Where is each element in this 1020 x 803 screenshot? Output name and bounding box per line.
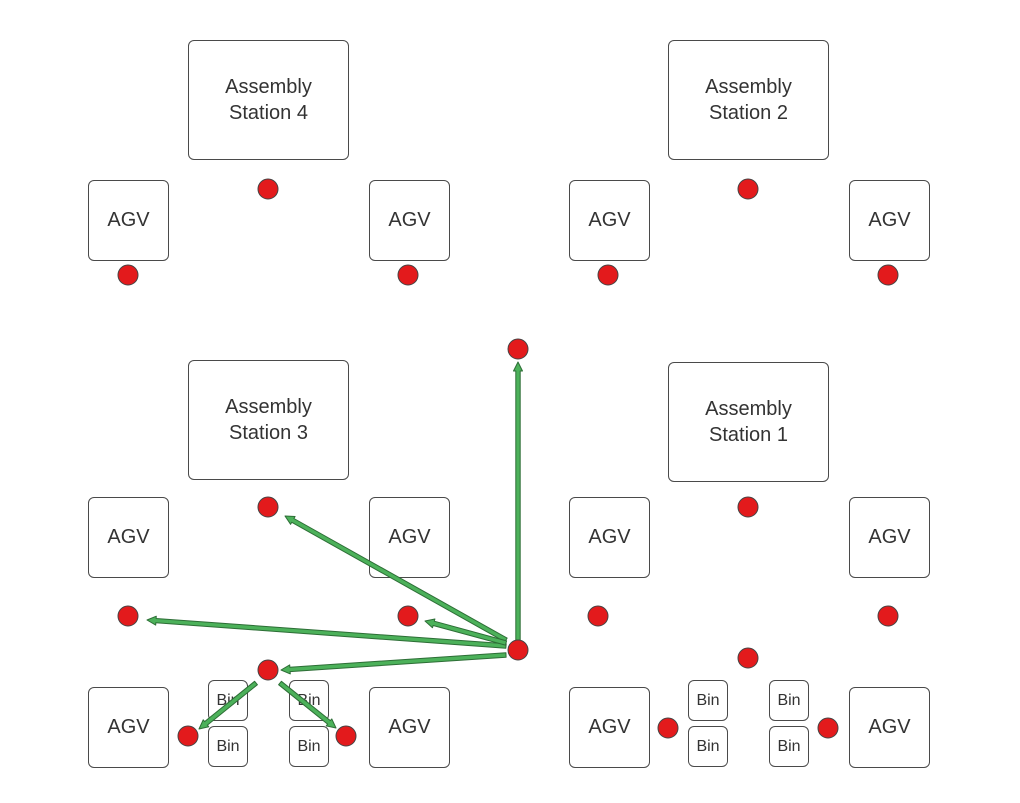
- waypoint-node: [397, 605, 419, 627]
- bin-label: Bin: [777, 691, 801, 709]
- agv-label: AGV: [388, 716, 431, 738]
- agv-box: AGV: [569, 180, 650, 261]
- path-arrow: [146, 615, 507, 649]
- agv-label: AGV: [588, 526, 631, 548]
- waypoint-node: [117, 605, 139, 627]
- agv-label: AGV: [107, 716, 150, 738]
- assembly-station-2-label: Assembly Station 2: [705, 76, 792, 124]
- bin-box: Bin: [289, 726, 329, 767]
- bin-box: Bin: [769, 726, 809, 767]
- assembly-station-4: Assembly Station 4: [188, 40, 349, 160]
- assembly-station-3-label: Assembly Station 3: [225, 396, 312, 444]
- bin-box: Bin: [208, 680, 248, 721]
- agv-label: AGV: [388, 209, 431, 231]
- agv-label: AGV: [588, 716, 631, 738]
- agv-box: AGV: [88, 497, 169, 578]
- path-arrow: [424, 618, 508, 646]
- bin-box: Bin: [688, 726, 728, 767]
- agv-box: AGV: [88, 180, 169, 261]
- waypoint-node: [257, 659, 279, 681]
- agv-box: AGV: [569, 687, 650, 768]
- bin-label: Bin: [696, 691, 720, 709]
- node-group: [117, 178, 899, 747]
- waypoint-node: [657, 717, 679, 739]
- bin-box: Bin: [688, 680, 728, 721]
- assembly-station-2: Assembly Station 2: [668, 40, 829, 160]
- path-arrow: [278, 680, 337, 729]
- bin-label: Bin: [696, 737, 720, 755]
- agv-label: AGV: [868, 716, 911, 738]
- path-arrow: [198, 680, 258, 730]
- arrow-group: [146, 361, 523, 730]
- waypoint-node: [117, 264, 139, 286]
- agv-label: AGV: [388, 526, 431, 548]
- agv-box: AGV: [369, 180, 450, 261]
- waypoint-node: [257, 496, 279, 518]
- agv-box: AGV: [849, 497, 930, 578]
- bin-box: Bin: [769, 680, 809, 721]
- waypoint-node: [507, 338, 529, 360]
- path-arrow: [284, 515, 508, 643]
- waypoint-node: [817, 717, 839, 739]
- bin-label: Bin: [216, 737, 240, 755]
- path-arrow: [513, 361, 523, 641]
- waypoint-node: [335, 725, 357, 747]
- waypoint-node: [737, 178, 759, 200]
- waypoint-node: [507, 639, 529, 661]
- waypoint-node: [397, 264, 419, 286]
- assembly-station-4-label: Assembly Station 4: [225, 76, 312, 124]
- waypoint-node: [877, 264, 899, 286]
- assembly-station-1-label: Assembly Station 1: [705, 398, 792, 446]
- path-arrow: [280, 652, 507, 675]
- waypoint-node: [257, 178, 279, 200]
- agv-label: AGV: [868, 209, 911, 231]
- bin-label: Bin: [297, 737, 321, 755]
- bin-label: Bin: [777, 737, 801, 755]
- assembly-station-1: Assembly Station 1: [668, 362, 829, 482]
- agv-label: AGV: [107, 209, 150, 231]
- agv-box: AGV: [88, 687, 169, 768]
- waypoint-node: [597, 264, 619, 286]
- waypoint-node: [737, 647, 759, 669]
- waypoint-node: [587, 605, 609, 627]
- agv-box: AGV: [849, 180, 930, 261]
- waypoint-node: [737, 496, 759, 518]
- agv-box: AGV: [569, 497, 650, 578]
- agv-box: AGV: [369, 687, 450, 768]
- waypoint-node: [177, 725, 199, 747]
- assembly-station-3: Assembly Station 3: [188, 360, 349, 480]
- agv-label: AGV: [868, 526, 911, 548]
- waypoint-node: [877, 605, 899, 627]
- agv-label: AGV: [107, 526, 150, 548]
- agv-box: AGV: [369, 497, 450, 578]
- agv-label: AGV: [588, 209, 631, 231]
- bin-box: Bin: [208, 726, 248, 767]
- agv-box: AGV: [849, 687, 930, 768]
